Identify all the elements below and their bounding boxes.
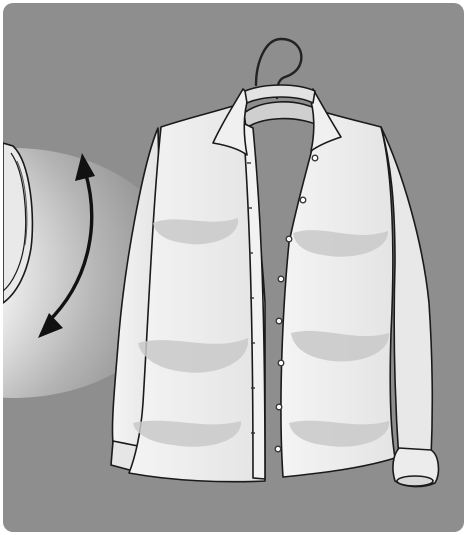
steaming-shirt-illustration	[3, 3, 464, 532]
illustration-panel	[3, 3, 464, 532]
